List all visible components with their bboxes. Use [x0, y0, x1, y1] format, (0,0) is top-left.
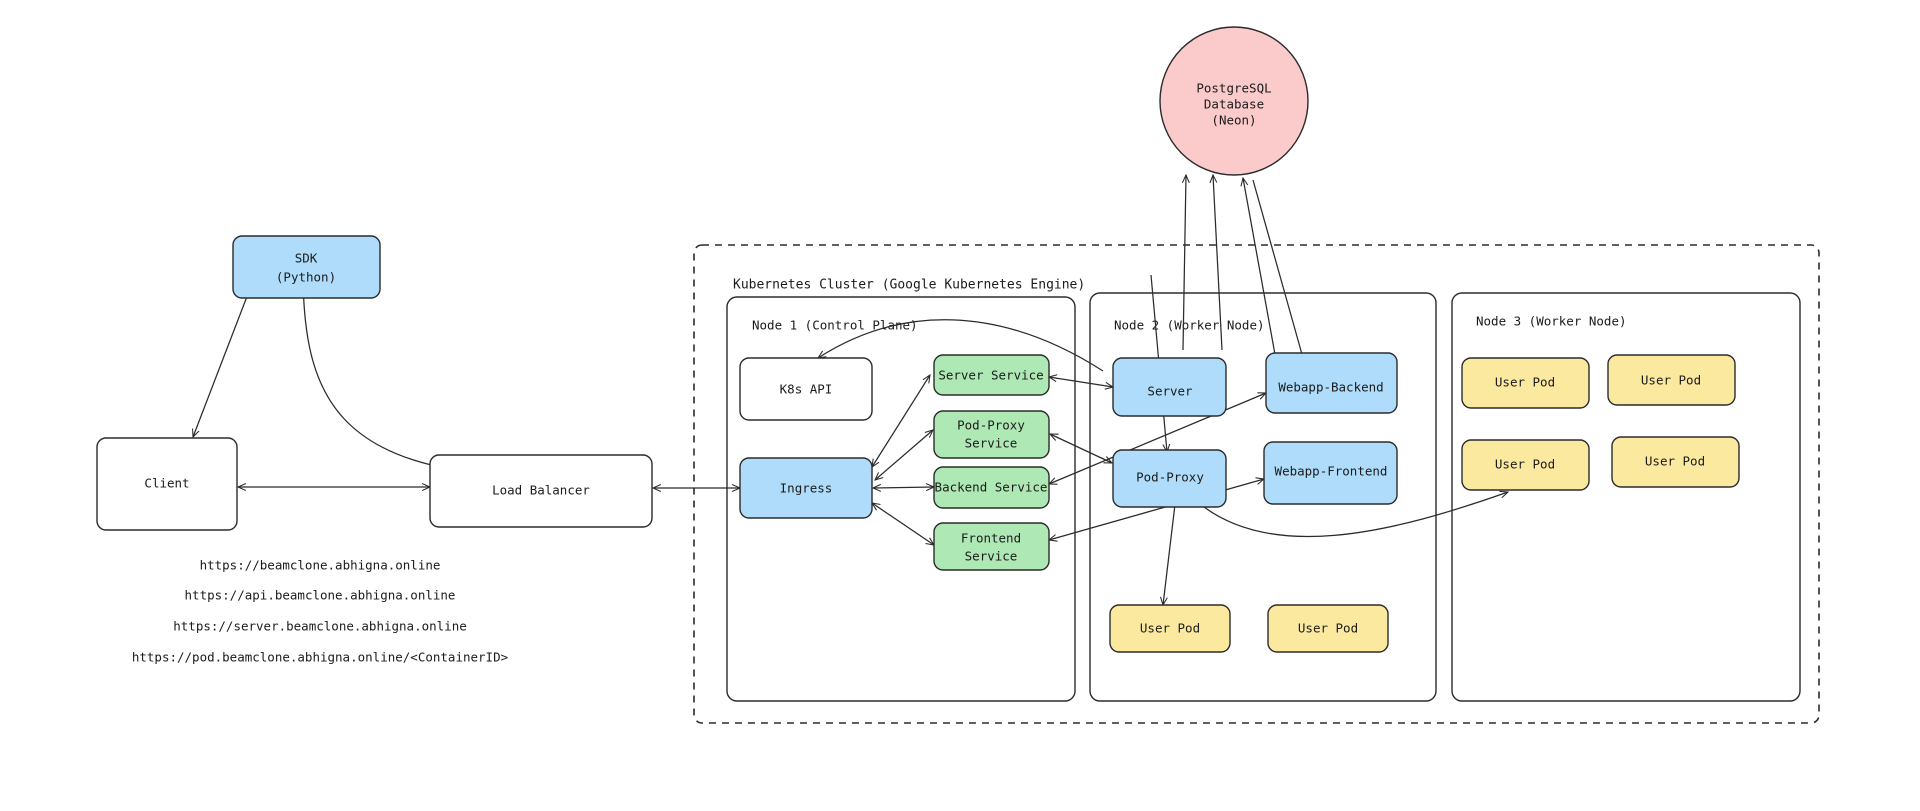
url-text-2: https://api.beamclone.abhigna.online — [185, 588, 456, 603]
url-text-1: https://beamclone.abhigna.online — [200, 558, 441, 573]
edge-podproxy-database — [1213, 175, 1223, 351]
webapp-backend-label: Webapp-Backend — [1278, 380, 1383, 395]
sdk-line-1: SDK — [295, 251, 318, 266]
node3-user-pod-1-label: User Pod — [1495, 375, 1555, 390]
edge-backendservice-webappbackend — [1049, 393, 1266, 484]
webapp-backend-box[interactable] — [1265, 352, 1398, 414]
node3-user-pod-4[interactable] — [1611, 436, 1740, 488]
node3-user-pod-1[interactable] — [1461, 357, 1590, 409]
pod-proxy-service-line-1: Pod-Proxy — [957, 418, 1025, 433]
edge-webappbackend-database — [1243, 178, 1277, 361]
k8s-api-label: K8s API — [780, 382, 833, 397]
node3-user-pod-3-label: User Pod — [1495, 457, 1555, 472]
frontend-service-line-2: Service — [965, 549, 1018, 564]
pod-proxy-box[interactable] — [1112, 449, 1227, 508]
pod-proxy-service-line-2: Service — [965, 436, 1018, 451]
database-line-3: (Neon) — [1211, 113, 1256, 128]
edge-ingress-backend-service — [873, 487, 934, 488]
node2-user-pod-1[interactable] — [1109, 604, 1231, 653]
node2-user-pod-1-label: User Pod — [1140, 621, 1200, 636]
edge-client-sdk — [193, 273, 256, 437]
webapp-frontend-box[interactable] — [1263, 441, 1398, 505]
node-2-label: Node 2 (Worker Node) — [1114, 318, 1265, 333]
cluster-label: Kubernetes Cluster (Google Kubernetes En… — [733, 278, 1085, 293]
node3-user-pod-3[interactable] — [1461, 439, 1590, 491]
client-label: Client — [144, 476, 189, 491]
pod-proxy-service-box[interactable] — [933, 410, 1050, 459]
server-label: Server — [1147, 384, 1193, 399]
url-text-4: https://pod.beamclone.abhigna.online/<Co… — [132, 650, 508, 665]
backend-service-box[interactable] — [933, 466, 1050, 509]
edge-server-database — [1183, 175, 1186, 351]
webapp-frontend-label: Webapp-Frontend — [1275, 464, 1388, 479]
database-line-2: Database — [1204, 97, 1264, 112]
frontend-service-box[interactable] — [933, 522, 1050, 571]
edge-frontendservice-webappfrontend — [1049, 479, 1264, 540]
sdk-line-2: (Python) — [276, 270, 336, 285]
ingress-box[interactable] — [739, 457, 873, 519]
edge-database-webappbackend — [1252, 179, 1305, 365]
server-box[interactable] — [1112, 357, 1227, 417]
ingress-label: Ingress — [780, 481, 833, 496]
node3-user-pod-2-label: User Pod — [1641, 373, 1701, 388]
backend-service-label: Backend Service — [935, 480, 1048, 495]
node2-user-pod-2-label: User Pod — [1298, 621, 1358, 636]
database-line-1: PostgreSQL — [1196, 81, 1271, 96]
node3-user-pod-2[interactable] — [1607, 354, 1736, 406]
load-balancer-label: Load Balancer — [492, 483, 590, 498]
edge-sdk-loadbalancer — [302, 270, 528, 477]
node-3-container — [1451, 292, 1801, 702]
client-box[interactable] — [96, 437, 238, 531]
kubernetes-cluster-boundary — [693, 244, 1820, 724]
edge-layer — [193, 175, 1508, 605]
sdk-box[interactable] — [232, 235, 381, 299]
postgresql-database-circle[interactable] — [1159, 26, 1309, 176]
node3-user-pod-4-label: User Pod — [1645, 454, 1705, 469]
edge-ingress-frontend-service — [872, 503, 934, 545]
node-3-label: Node 3 (Worker Node) — [1476, 314, 1627, 329]
edge-server-k8sapi — [818, 319, 1104, 372]
frontend-service-line-1: Frontend — [961, 531, 1021, 546]
edge-serverservice-server — [1049, 377, 1113, 387]
server-service-label: Server Service — [938, 368, 1043, 383]
node-1-label: Node 1 (Control Plane) — [752, 318, 918, 333]
url-text-3: https://server.beamclone.abhigna.online — [173, 619, 467, 634]
edge-podproxy-userpod-node3 — [1185, 490, 1508, 538]
server-service-box[interactable] — [933, 354, 1050, 396]
edge-ingress-podproxy-service — [875, 430, 933, 480]
edge-server-userpod-node2 — [1163, 496, 1176, 605]
node2-user-pod-2[interactable] — [1267, 604, 1389, 653]
k8s-api-box[interactable] — [739, 357, 873, 421]
pod-proxy-label: Pod-Proxy — [1136, 470, 1204, 485]
load-balancer-box[interactable] — [429, 454, 653, 528]
